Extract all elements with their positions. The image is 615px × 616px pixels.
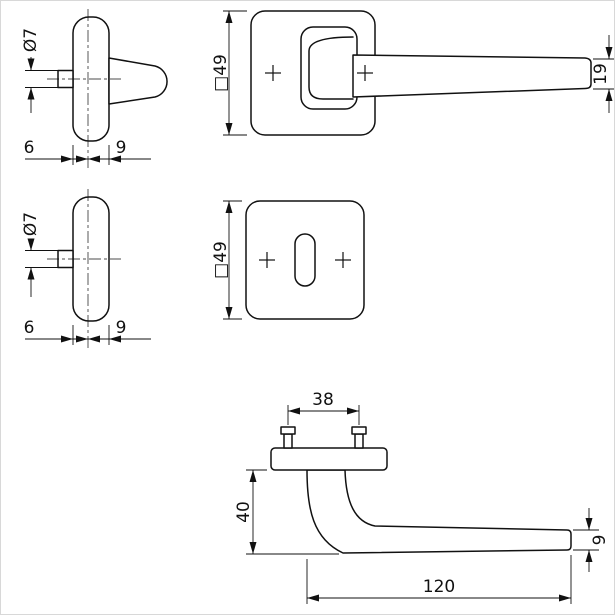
lever-neck-profile bbox=[108, 57, 168, 105]
dim-label-19: 19 bbox=[591, 63, 611, 85]
dim-label-diameter: Ø7 bbox=[21, 212, 41, 236]
dim-label-9: 9 bbox=[116, 318, 127, 338]
lever-grip-front bbox=[352, 54, 592, 98]
dim-38: 38 bbox=[287, 390, 360, 425]
lever-profile bbox=[306, 469, 572, 554]
dim-square-49: □49 bbox=[211, 200, 242, 320]
dim-label-120: 120 bbox=[423, 577, 455, 597]
keyhole bbox=[294, 233, 316, 287]
view-lever-side: 38 40 9 120 bbox=[234, 390, 610, 604]
lever-neck-inner-contour bbox=[308, 36, 354, 100]
dim-diameter-7: Ø7 bbox=[21, 212, 58, 297]
dim-label-40: 40 bbox=[234, 501, 254, 523]
screw-mark-right bbox=[335, 252, 351, 268]
dim-120: 120 bbox=[306, 555, 572, 604]
fixing-screw-left bbox=[280, 426, 296, 449]
dim-19: 19 bbox=[591, 35, 614, 113]
dim-label-diameter: Ø7 bbox=[21, 28, 41, 52]
rose-plate-side bbox=[270, 447, 388, 471]
dim-square-49: □49 bbox=[211, 10, 247, 136]
screw-mark-left bbox=[265, 65, 281, 81]
dim-label-6: 6 bbox=[24, 318, 35, 338]
dim-label-square-49: □49 bbox=[211, 241, 231, 279]
dim-label-9: 9 bbox=[116, 138, 127, 158]
dim-6-9: 6 9 bbox=[24, 318, 151, 345]
dim-label-38: 38 bbox=[312, 390, 334, 410]
dim-label-6: 6 bbox=[24, 138, 35, 158]
dim-diameter-7: Ø7 bbox=[21, 28, 58, 113]
view-key-rose-front: □49 bbox=[211, 200, 365, 320]
view-rose-handle-side: Ø7 6 9 bbox=[21, 9, 168, 169]
dim-40: 40 bbox=[234, 469, 339, 555]
dim-label-square-49: □49 bbox=[211, 54, 231, 92]
dim-6-9: 6 9 bbox=[24, 138, 151, 165]
square-escutcheon bbox=[245, 200, 365, 320]
screw-mark-left bbox=[259, 252, 275, 268]
view-key-rose-side: Ø7 6 9 bbox=[21, 189, 151, 349]
dim-label-9: 9 bbox=[590, 535, 610, 546]
dim-9: 9 bbox=[573, 508, 610, 572]
screw-mark-right bbox=[357, 65, 373, 81]
fixing-screw-right bbox=[351, 426, 367, 449]
view-lever-front: □49 19 bbox=[211, 10, 614, 136]
